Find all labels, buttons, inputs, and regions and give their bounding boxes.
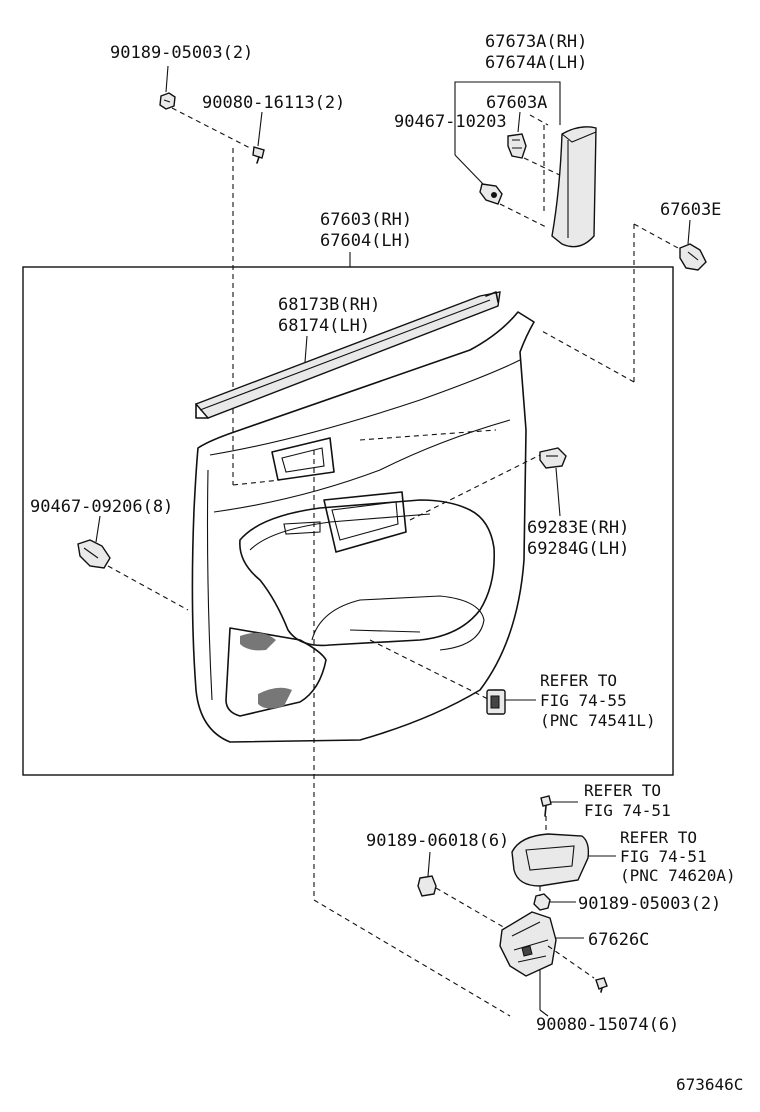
callout-90467-09206: 90467-09206(8) [30, 497, 173, 517]
callout-69283E: 69283E(RH) [527, 518, 629, 538]
callout-refer-74-55-1: REFER TO [540, 671, 617, 690]
leader-90080-15074b [539, 1009, 549, 1017]
clip-90189-05003-top [159, 92, 176, 110]
leader-68173B [304, 335, 308, 363]
callout-90189-05003-bottom: 90189-05003(2) [578, 894, 721, 914]
leader-90080-16113 [257, 111, 263, 147]
dash-67603E-a [633, 223, 679, 249]
leader-90189-06018 [427, 851, 431, 877]
switch-plate-74541L [486, 689, 506, 715]
callout-67603E: 67603E [660, 200, 721, 220]
callout-67673A: 67673A(RH) [485, 32, 587, 52]
callout-90080-16113: 90080-16113(2) [202, 93, 345, 113]
callout-67674A: 67674A(LH) [485, 53, 587, 73]
callout-67604: 67604(LH) [320, 231, 412, 251]
garnish-67603A [551, 126, 597, 248]
callout-90467-10203: 90467-10203 [394, 112, 507, 132]
leader-67603A [517, 111, 521, 133]
callout-69284G: 69284G(LH) [527, 539, 629, 559]
dash-main-diag [313, 899, 511, 1017]
clip-upper-garnish [507, 133, 527, 159]
callout-67626C: 67626C [588, 930, 649, 950]
dash-clip-screw [171, 107, 251, 149]
callout-refer-74-51a-1: REFER TO [584, 781, 661, 800]
callout-90189-05003-top: 90189-05003(2) [110, 43, 253, 63]
callout-67603: 67603(RH) [320, 210, 412, 230]
dash-nut-bracket [435, 887, 513, 933]
screw-90080-16113 [252, 146, 265, 164]
screw-refer-74-51 [540, 795, 552, 817]
callout-refer-74-55-2: FIG 74-55 [540, 691, 627, 710]
leader-90467-10203b [454, 154, 485, 186]
callout-refer-74-51b-1: REFER TO [620, 828, 697, 847]
callout-refer-74-55-3: (PNC 74541L) [540, 711, 656, 730]
weatherstrip-68173B [194, 291, 501, 419]
clip-90189-05003-bottom [533, 893, 551, 911]
dash-rail-upper [359, 429, 497, 441]
callout-90080-15074: 90080-15074(6) [536, 1015, 679, 1035]
bracket-69283E [539, 447, 567, 469]
callout-90189-06018: 90189-06018(6) [366, 831, 509, 851]
clip-90467-09206 [77, 539, 111, 569]
dash-90467-09206 [107, 565, 189, 611]
dash-handle-clip [232, 479, 281, 486]
screw-90080-15074 [595, 977, 608, 993]
callout-refer-74-51a-2: FIG 74-51 [584, 801, 671, 820]
door-trim-frame [22, 266, 674, 776]
dash-67603E-c [539, 329, 635, 383]
leader-90189-05003-top [165, 65, 169, 93]
dash-switch-plate [369, 639, 491, 701]
leader-67603E [687, 219, 691, 245]
leader-bracket-67673A [454, 81, 561, 132]
clip-90467-10203 [479, 183, 503, 205]
dash-clip-garnish [499, 203, 549, 229]
leader-69283E [555, 467, 561, 517]
clip-67603E [679, 243, 707, 271]
nut-90189-06018 [417, 875, 437, 897]
callout-refer-74-51b-3: (PNC 74620A) [620, 866, 736, 885]
callout-67603A: 67603A [486, 93, 547, 113]
bracket-67626C [499, 911, 557, 977]
bezel-74620A [511, 833, 590, 887]
callout-68173B: 68173B(RH) [278, 295, 380, 315]
dash-69283E [409, 454, 541, 521]
diagram-id: 673646C [676, 1075, 743, 1094]
dash-garnish-c [529, 114, 549, 126]
leader-90467-09206 [95, 515, 101, 543]
dash-bracket-screw [547, 945, 595, 979]
callout-refer-74-51b-2: FIG 74-51 [620, 847, 707, 866]
door-trim-panel [191, 311, 535, 743]
callout-68174: 68174(LH) [278, 316, 370, 336]
